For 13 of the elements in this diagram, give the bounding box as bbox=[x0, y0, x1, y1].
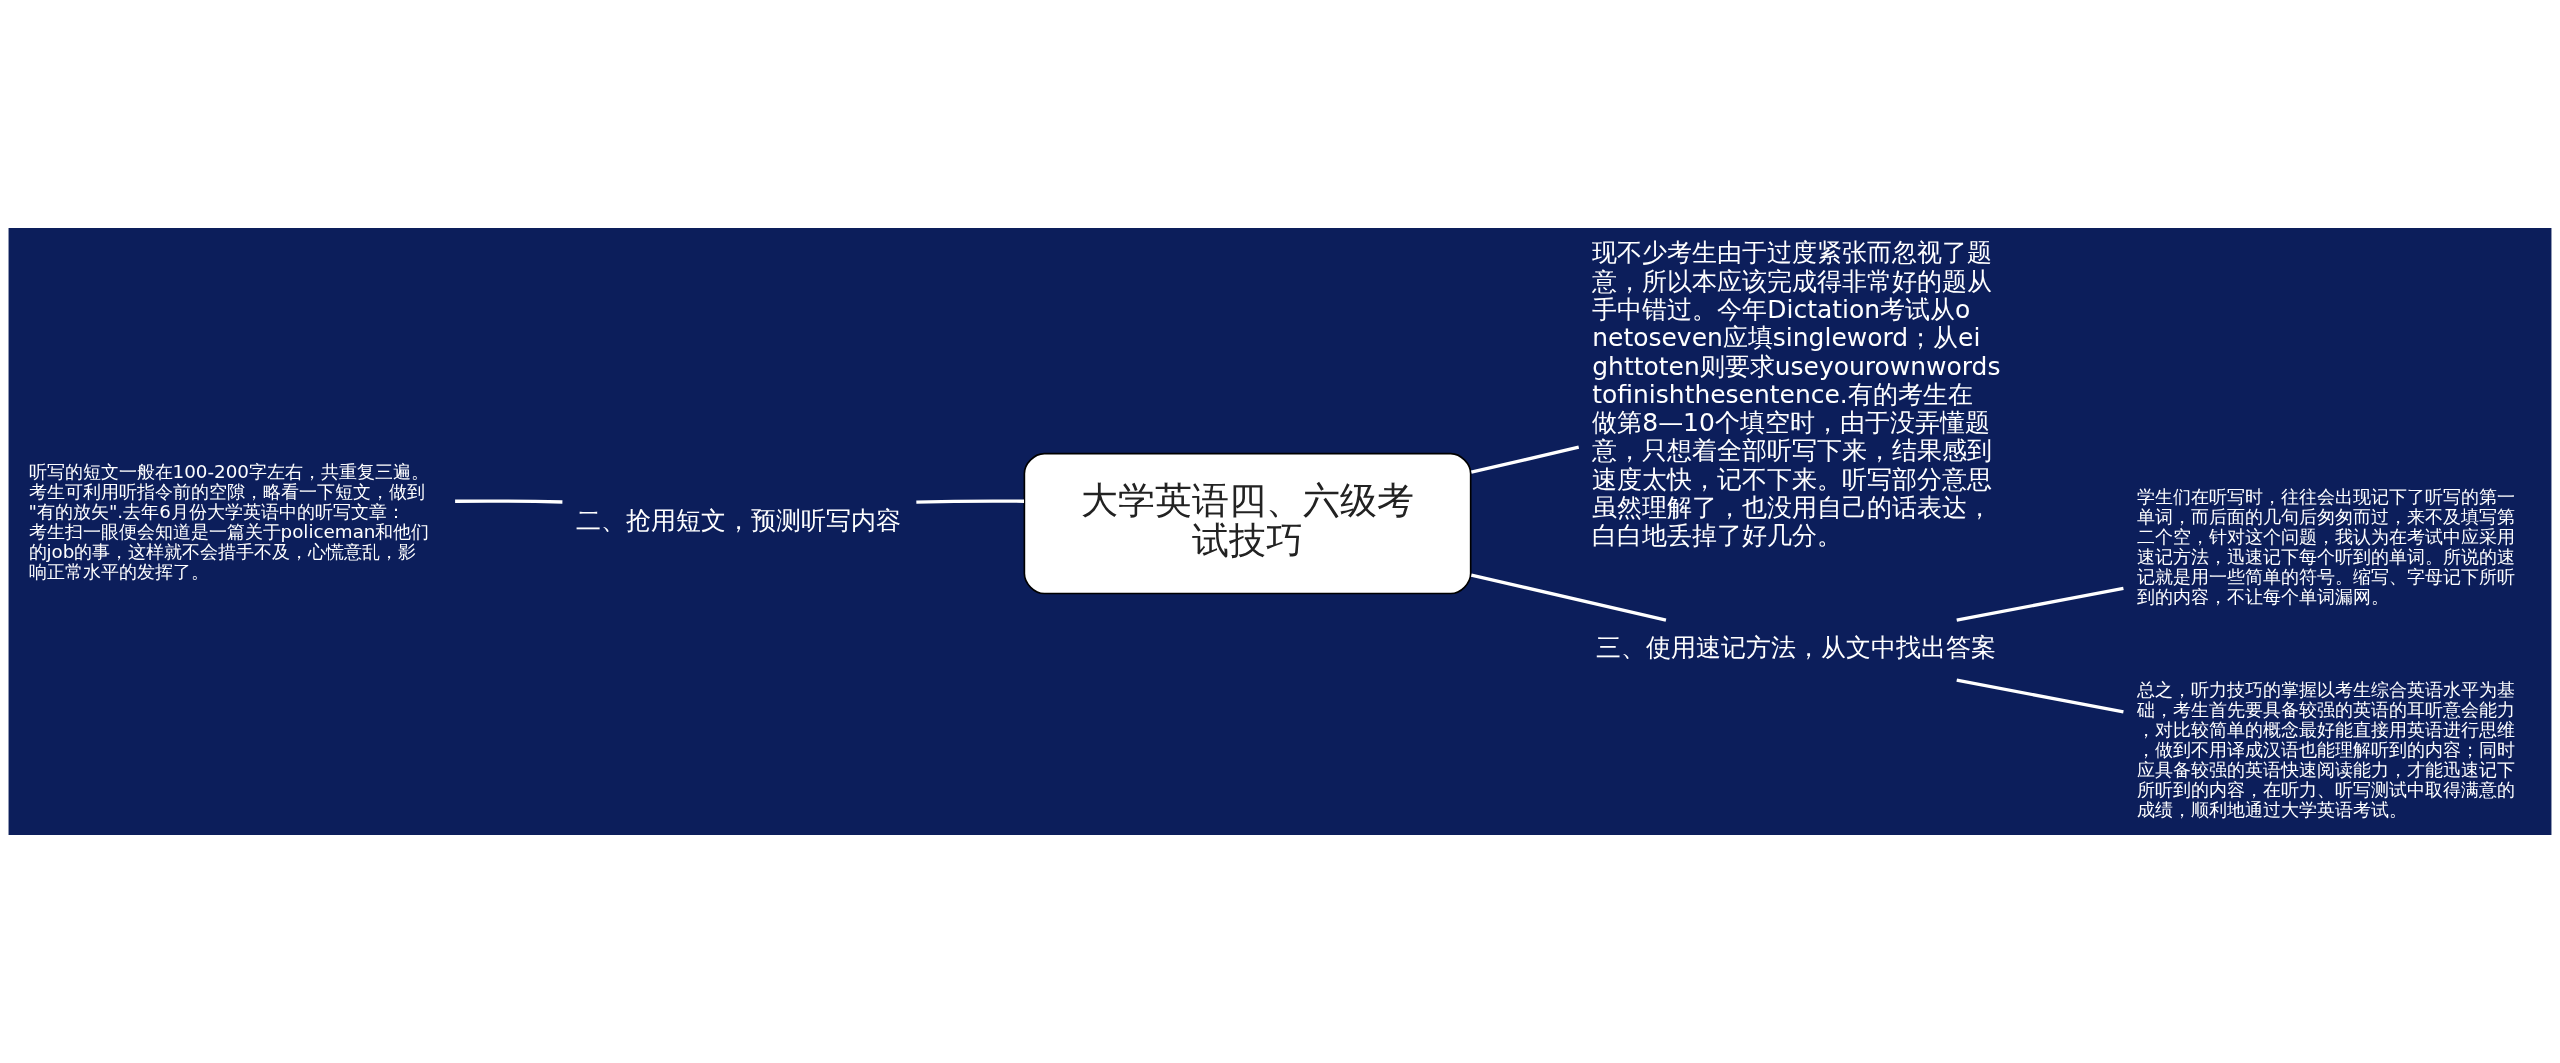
connector bbox=[1956, 678, 2124, 714]
connector bbox=[1470, 573, 1667, 622]
connector bbox=[1956, 586, 2124, 622]
node-text: 三、使用速记方法，从文中找出答案 bbox=[1596, 632, 1997, 662]
node-text: 听写的短文一般在100-200字左右，共重复三遍。考生可利用听指令前的空隙，略看一下短文，做到"有的放矢".去年6月份大学英语中的听写文章：考生扫一眼便会知道是一篇关于policeman和他们的job的事，这样就不会措手不及，心慌意乱，影响正常水平的发挥了。 bbox=[28, 461, 430, 583]
connector bbox=[916, 499, 1024, 504]
connector bbox=[455, 499, 563, 504]
connector bbox=[1470, 445, 1580, 474]
node-text: 现不少考生由于过度紧张而忽视了题意，所以本应该完成得非常好的题从手中错过。今年Dictation考试从onetoseven应填singleword；从eighttoten则要求useyourownwordstofinishthesentence.有的考生在做第8—10个填空时，由于没弄懂题意，只想着全部听写下来，结果感到速度太快，记不下来。听写部分意思虽然理解了，也没用自己的话表达，白白地丢掉了好几分。 bbox=[1592, 238, 2001, 551]
node-text: 学生们在听写时，往往会出现记下了听写的第一单词，而后面的几句后匆匆而过，来不及填写第二个空，针对这个问题，我认为在考试中应采用速记方法，迅速记下每个听到的单词。所说的速记就是用一些简单的符号。缩写、字母记下所听到的内容，不让每个单词漏网。 bbox=[2136, 486, 2515, 608]
node-text: 总之，听力技巧的掌握以考生综合英语水平为基础，考生首先要具备较强的英语的耳听意会能力，对比较简单的概念最好能直接用英语进行思维，做到不用译成汉语也能理解听到的内容；同时应具备较强的英语快速阅读能力，才能迅速记下所听到的内容，在听力、听写测试中取得满意的成绩，顺利地通过大学英语考试。 bbox=[2136, 679, 2515, 821]
node-box: 大学英语四、六级考试技巧 bbox=[1023, 452, 1472, 595]
node-text: 二、抢用短文，预测听写内容 bbox=[576, 506, 902, 536]
